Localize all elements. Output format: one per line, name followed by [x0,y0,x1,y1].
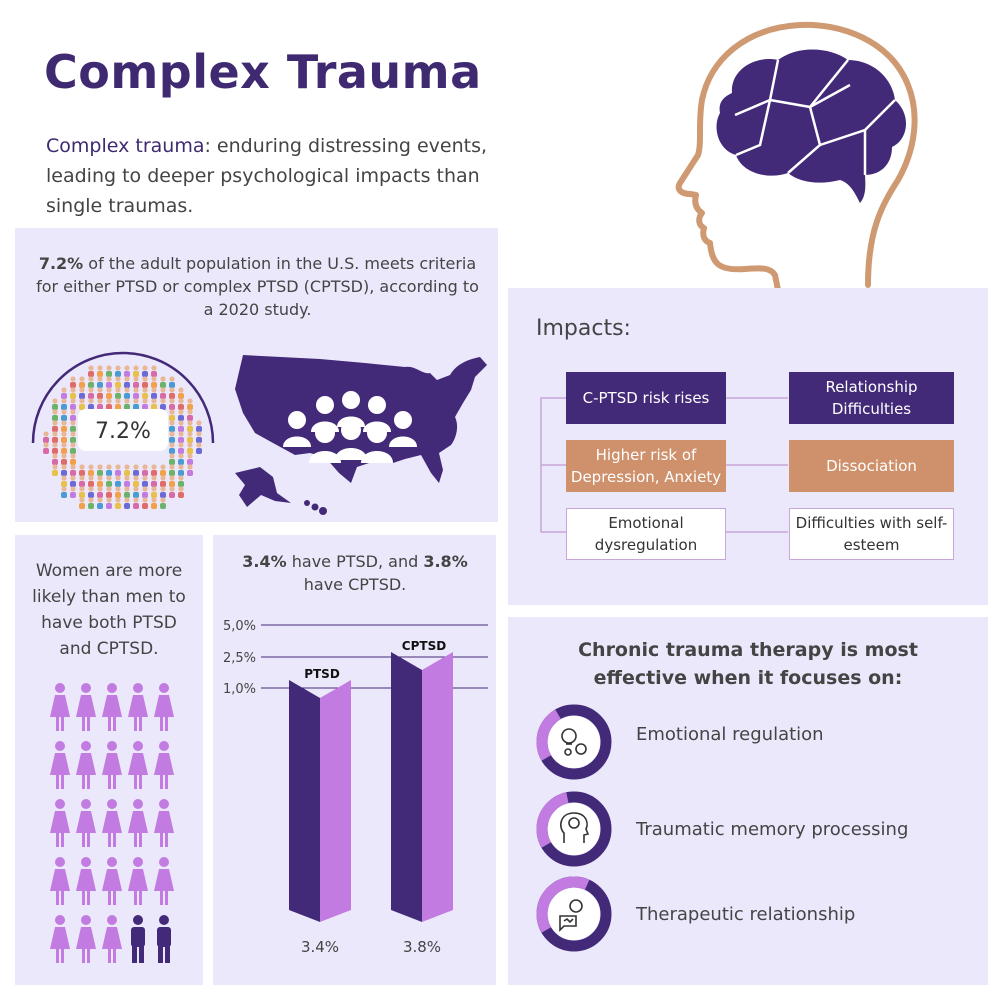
woman-icon [154,741,174,789]
woman-icon [128,741,148,789]
intro-text: Complex trauma: enduring distressing eve… [46,131,526,221]
head-brain-illustration [675,21,918,293]
prevalence-text: 7.2% of the adult population in the U.S.… [36,254,479,319]
woman-icon [76,915,96,963]
prevalence-stat: 7.2% [38,254,84,273]
woman-icon [50,915,70,963]
woman-icon [76,799,96,847]
head-conversation-icon [536,876,612,952]
man-icon [157,915,171,963]
crowd-arc [31,351,215,444]
impact-relationship: Relationship Difficulties [789,372,954,424]
impact-dysregulation: Emotional dysregulation [566,508,726,560]
impact-self-esteem: Difficulties with self-esteem [789,508,954,560]
prevalence-badge-bg [78,409,168,451]
bar-ptsd [289,680,351,922]
category-label: CPTSD [402,639,446,653]
tick-label: 5,0% [223,619,256,634]
intro-term: Complex trauma [46,135,205,157]
woman-icon [128,857,148,905]
value-label: 3.4% [301,938,339,956]
impact-depression: Higher risk of Depression, Anxiety [566,440,726,492]
woman-icon [102,799,122,847]
woman-icon [128,683,148,731]
category-label: PTSD [304,667,340,681]
brain-icon [716,49,907,204]
brain-segments [734,59,896,175]
head-outline-icon [675,21,918,293]
woman-icon [154,799,174,847]
tick-label: 1,0% [223,682,256,697]
crowd-people-icon [43,365,202,509]
crowd-illustration: 7.2% [31,351,215,509]
women-figures [50,683,174,963]
tick-label: 2,5% [223,651,256,666]
woman-icon [50,857,70,905]
woman-icon [154,683,174,731]
woman-icon [102,683,122,731]
therapy-heading: Chronic trauma therapy is most effective… [578,639,918,689]
woman-icon [50,799,70,847]
value-label: 3.8% [403,938,441,956]
intro-definition: : enduring distressing events, leading t… [46,135,488,217]
woman-icon [50,683,70,731]
woman-icon [154,857,174,905]
usa-map-illustration [235,355,487,515]
woman-icon [102,915,122,963]
gears-lightbulb-icon [536,704,612,780]
impact-dissociation: Dissociation [789,440,954,492]
man-icon [131,915,145,963]
usa-map-icon [235,355,487,483]
bar-chart: 5,0% 2,5% 1,0% PTSD 3.4% CPTSD 3.8% [223,619,488,956]
woman-icon [102,857,122,905]
people-group-icon [283,391,417,463]
therapy-label-relationship: Therapeutic relationship [636,904,856,925]
hawaii-icon [304,500,327,515]
therapy-label-memory: Traumatic memory processing [636,819,909,840]
woman-icon [76,857,96,905]
therapy-label-emotional: Emotional regulation [636,724,824,745]
woman-icon [76,741,96,789]
women-icon-grid [50,683,174,963]
impacts-connectors [540,397,788,533]
alaska-icon [235,467,291,507]
woman-icon [76,683,96,731]
prevalence-badge: 7.2% [95,419,151,444]
bar-cptsd [391,652,453,922]
impacts-heading: Impacts: [536,316,631,341]
woman-icon [128,799,148,847]
chart-title: 3.4% have PTSD, and 3.8% have CPTSD. [242,552,468,594]
head-brain-icon [536,791,612,867]
woman-icon [102,741,122,789]
woman-icon [50,741,70,789]
page-title: Complex Trauma [44,45,482,99]
therapy-rings [536,704,612,952]
impact-cptsd-risk: C-PTSD risk rises [566,372,726,424]
women-text: Women are more likely than men to have b… [32,561,186,659]
